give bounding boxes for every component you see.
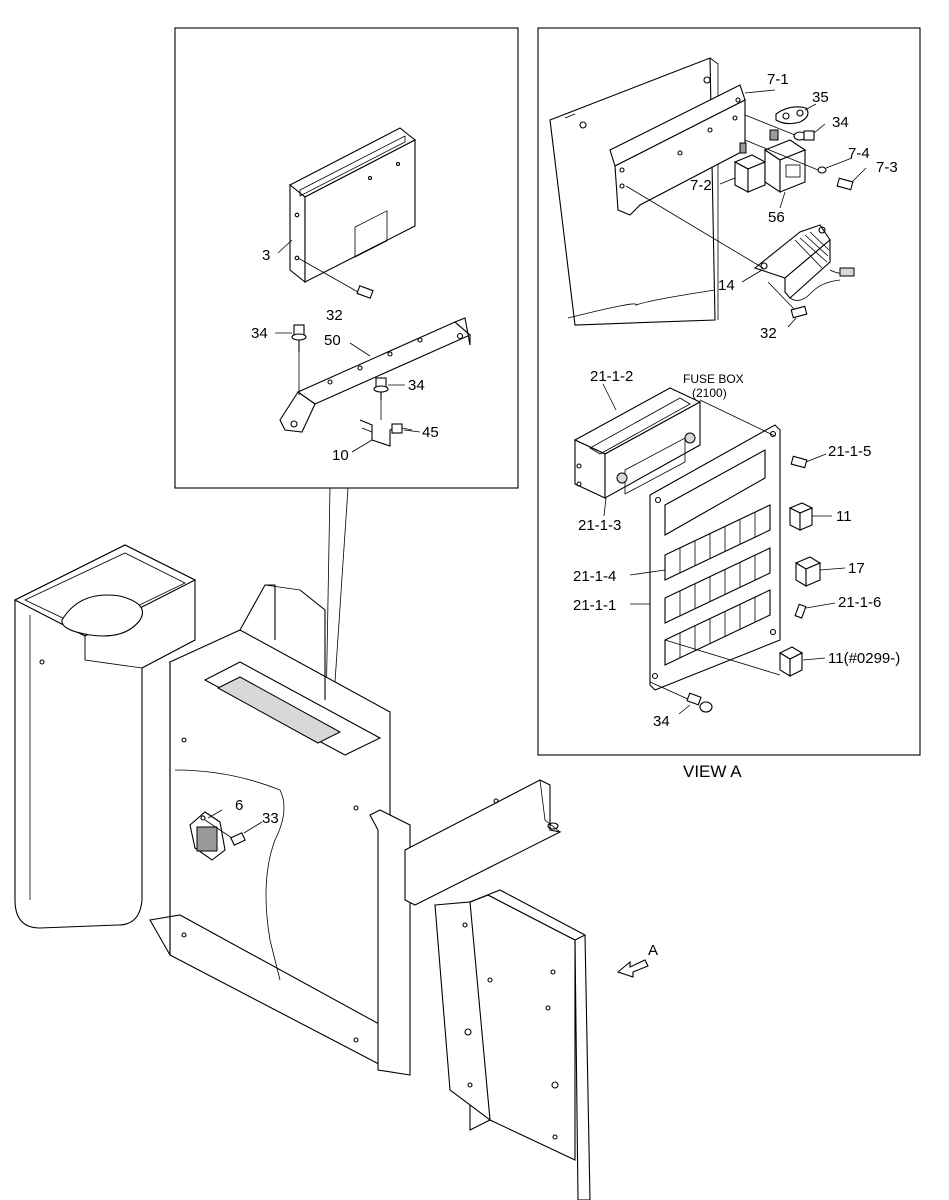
- relay-56: [763, 129, 807, 194]
- relay-17: [794, 556, 822, 587]
- screw-21-1-6: [794, 603, 807, 619]
- bolt-34: [744, 114, 815, 141]
- label-fuse-box-code: (2100): [692, 386, 727, 400]
- controller-unit: [288, 127, 417, 284]
- label-21-1-1: 21-1-1: [573, 597, 616, 614]
- relay-11: [788, 502, 814, 531]
- fuse-box-cover: [573, 387, 702, 499]
- controller-housing: [149, 584, 411, 1076]
- label-fuse-box: FUSE BOX: [683, 372, 744, 386]
- label-7-2: 7-2: [690, 177, 712, 194]
- label-7-3: 7-3: [876, 159, 898, 176]
- regulator-14: [753, 224, 855, 301]
- fuse-panel: [649, 424, 781, 691]
- label-50: 50: [324, 332, 341, 349]
- label-10: 10: [332, 447, 349, 464]
- relay-bracket: [609, 84, 746, 216]
- view-a-frame: [537, 27, 921, 756]
- screw-21-1-5: [790, 455, 808, 469]
- label-21-1-3: 21-1-3: [578, 517, 621, 534]
- label-14: 14: [718, 277, 735, 294]
- label-32: 32: [326, 307, 343, 324]
- tank: [13, 544, 197, 929]
- arrow-a-label: A: [648, 942, 658, 959]
- view-a-panel: 7-1 35 34 7-4 7-3 7-2 56 14 32: [537, 27, 921, 756]
- washer-35: [775, 106, 809, 125]
- lower-cover: [434, 889, 591, 1200]
- relay-7-2: [733, 142, 767, 193]
- label-17: 17: [848, 560, 865, 577]
- component-6: [189, 811, 246, 861]
- washer-7-4: [817, 166, 827, 174]
- label-21-1-5: 21-1-5: [828, 443, 871, 460]
- bracket-50: [279, 317, 472, 433]
- label-6: 6: [235, 797, 243, 814]
- view-a-caption: VIEW A: [683, 762, 742, 781]
- main-assembly: 6 33 A: [13, 544, 658, 1200]
- fuse-row-3: [664, 589, 771, 666]
- controller-detail-panel: 3 32 34 50 34 45 10: [174, 27, 519, 489]
- label-21-1-2: 21-1-2: [590, 368, 633, 385]
- label-21-1-6: 21-1-6: [838, 594, 881, 611]
- label-33: 33: [262, 810, 279, 827]
- label-7-4: 7-4: [848, 145, 870, 162]
- relay-11-0299: [778, 646, 804, 677]
- label-34: 34: [408, 377, 425, 394]
- bolt-34-top: [291, 324, 307, 395]
- label-34: 34: [653, 713, 670, 730]
- label-35: 35: [812, 89, 829, 106]
- screw-32: [297, 257, 374, 299]
- bolt-34-bottom: [649, 681, 713, 713]
- bolt-34-middle: [373, 377, 389, 420]
- fuse-row-1: [664, 504, 771, 581]
- label-45: 45: [422, 424, 439, 441]
- fuse-row-2: [664, 547, 771, 624]
- label-32: 32: [760, 325, 777, 342]
- side-bracket: [404, 779, 562, 906]
- clamp-10: [359, 419, 413, 447]
- detail-frame: [174, 27, 519, 489]
- screw-7-3: [836, 177, 854, 191]
- view-arrow-icon: [616, 959, 649, 978]
- label-21-1-4: 21-1-4: [573, 568, 616, 585]
- label-34: 34: [832, 114, 849, 131]
- label-11: 11: [836, 508, 852, 525]
- label-7-1: 7-1: [767, 71, 789, 88]
- label-3: 3: [262, 247, 270, 264]
- label-56: 56: [768, 209, 785, 226]
- label-11-0299: 11(#0299-): [828, 650, 900, 667]
- label-34: 34: [251, 325, 268, 342]
